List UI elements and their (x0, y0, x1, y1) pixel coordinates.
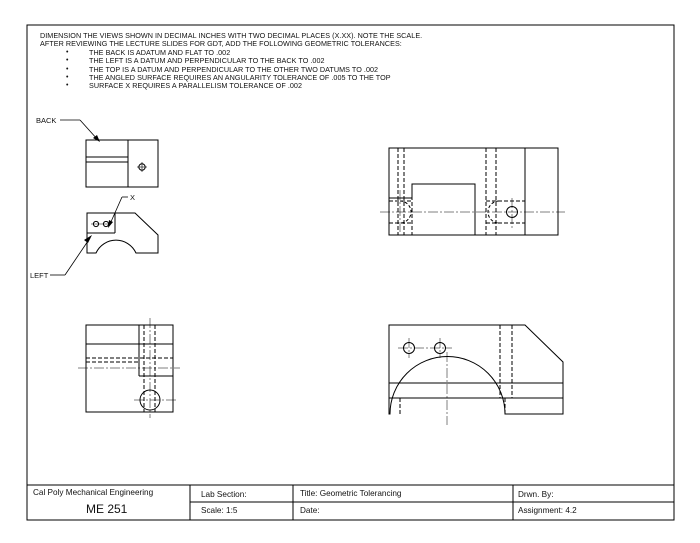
iso-left-view (86, 212, 159, 254)
top-ortho-view (85, 324, 174, 413)
left-callout-label: LEFT (30, 271, 49, 280)
x-leader (109, 196, 123, 225)
title-block-lines (27, 484, 674, 520)
drawing-title: Title: Geometric Tolerancing (300, 489, 402, 498)
scale-label: Scale: 1:5 (201, 506, 238, 515)
assignment-label: Assignment: 4.2 (518, 506, 577, 515)
tolerance-list: THE BACK IS ADATUM AND FLAT TO .002 THE … (40, 48, 422, 92)
notes-line-2: AFTER REVIEWING THE LECTURE SLIDES FOR G… (40, 39, 402, 49)
back-leader-arrow (93, 135, 100, 142)
tolerance-item: THE TOP IS A DATUM AND PERPENDICULAR TO … (40, 65, 422, 75)
date-label: Date: (300, 506, 320, 515)
school-name: Cal Poly Mechanical Engineering (33, 488, 154, 497)
course-number: ME 251 (86, 502, 128, 516)
front-ortho-centerlines (398, 338, 452, 425)
iso-back-view (85, 139, 159, 188)
left-leader-arrow (84, 235, 92, 243)
front-ortho-view (388, 324, 564, 415)
lab-section-label: Lab Section: (201, 490, 247, 499)
tolerance-item: SURFACE X REQUIRES A PARALLELISM TOLERAN… (40, 82, 422, 92)
notes-line-1: DIMENSION THE VIEWS SHOWN IN DECIMAL INC… (40, 31, 423, 40)
back-ortho-centerlines (380, 190, 565, 234)
x-leader-arrow (108, 220, 113, 228)
top-ortho-centerlines (78, 318, 180, 418)
left-leader-diag (64, 237, 91, 276)
tolerance-item: THE BACK IS ADATUM AND FLAT TO .002 (40, 48, 422, 58)
tolerance-item: THE ANGLED SURFACE REQUIRES AN ANGULARIT… (40, 73, 422, 83)
back-ortho-view (388, 147, 559, 236)
x-callout-label: X (130, 193, 136, 202)
drawn-by-label: Drwn. By: (518, 490, 554, 499)
drawing-notes: DIMENSION THE VIEWS SHOWN IN DECIMAL INC… (40, 31, 423, 92)
back-callout-label: BACK (36, 116, 57, 125)
sheet-border (26, 24, 675, 521)
tolerance-item: THE LEFT IS A DATUM AND PERPENDICULAR TO… (40, 56, 422, 66)
